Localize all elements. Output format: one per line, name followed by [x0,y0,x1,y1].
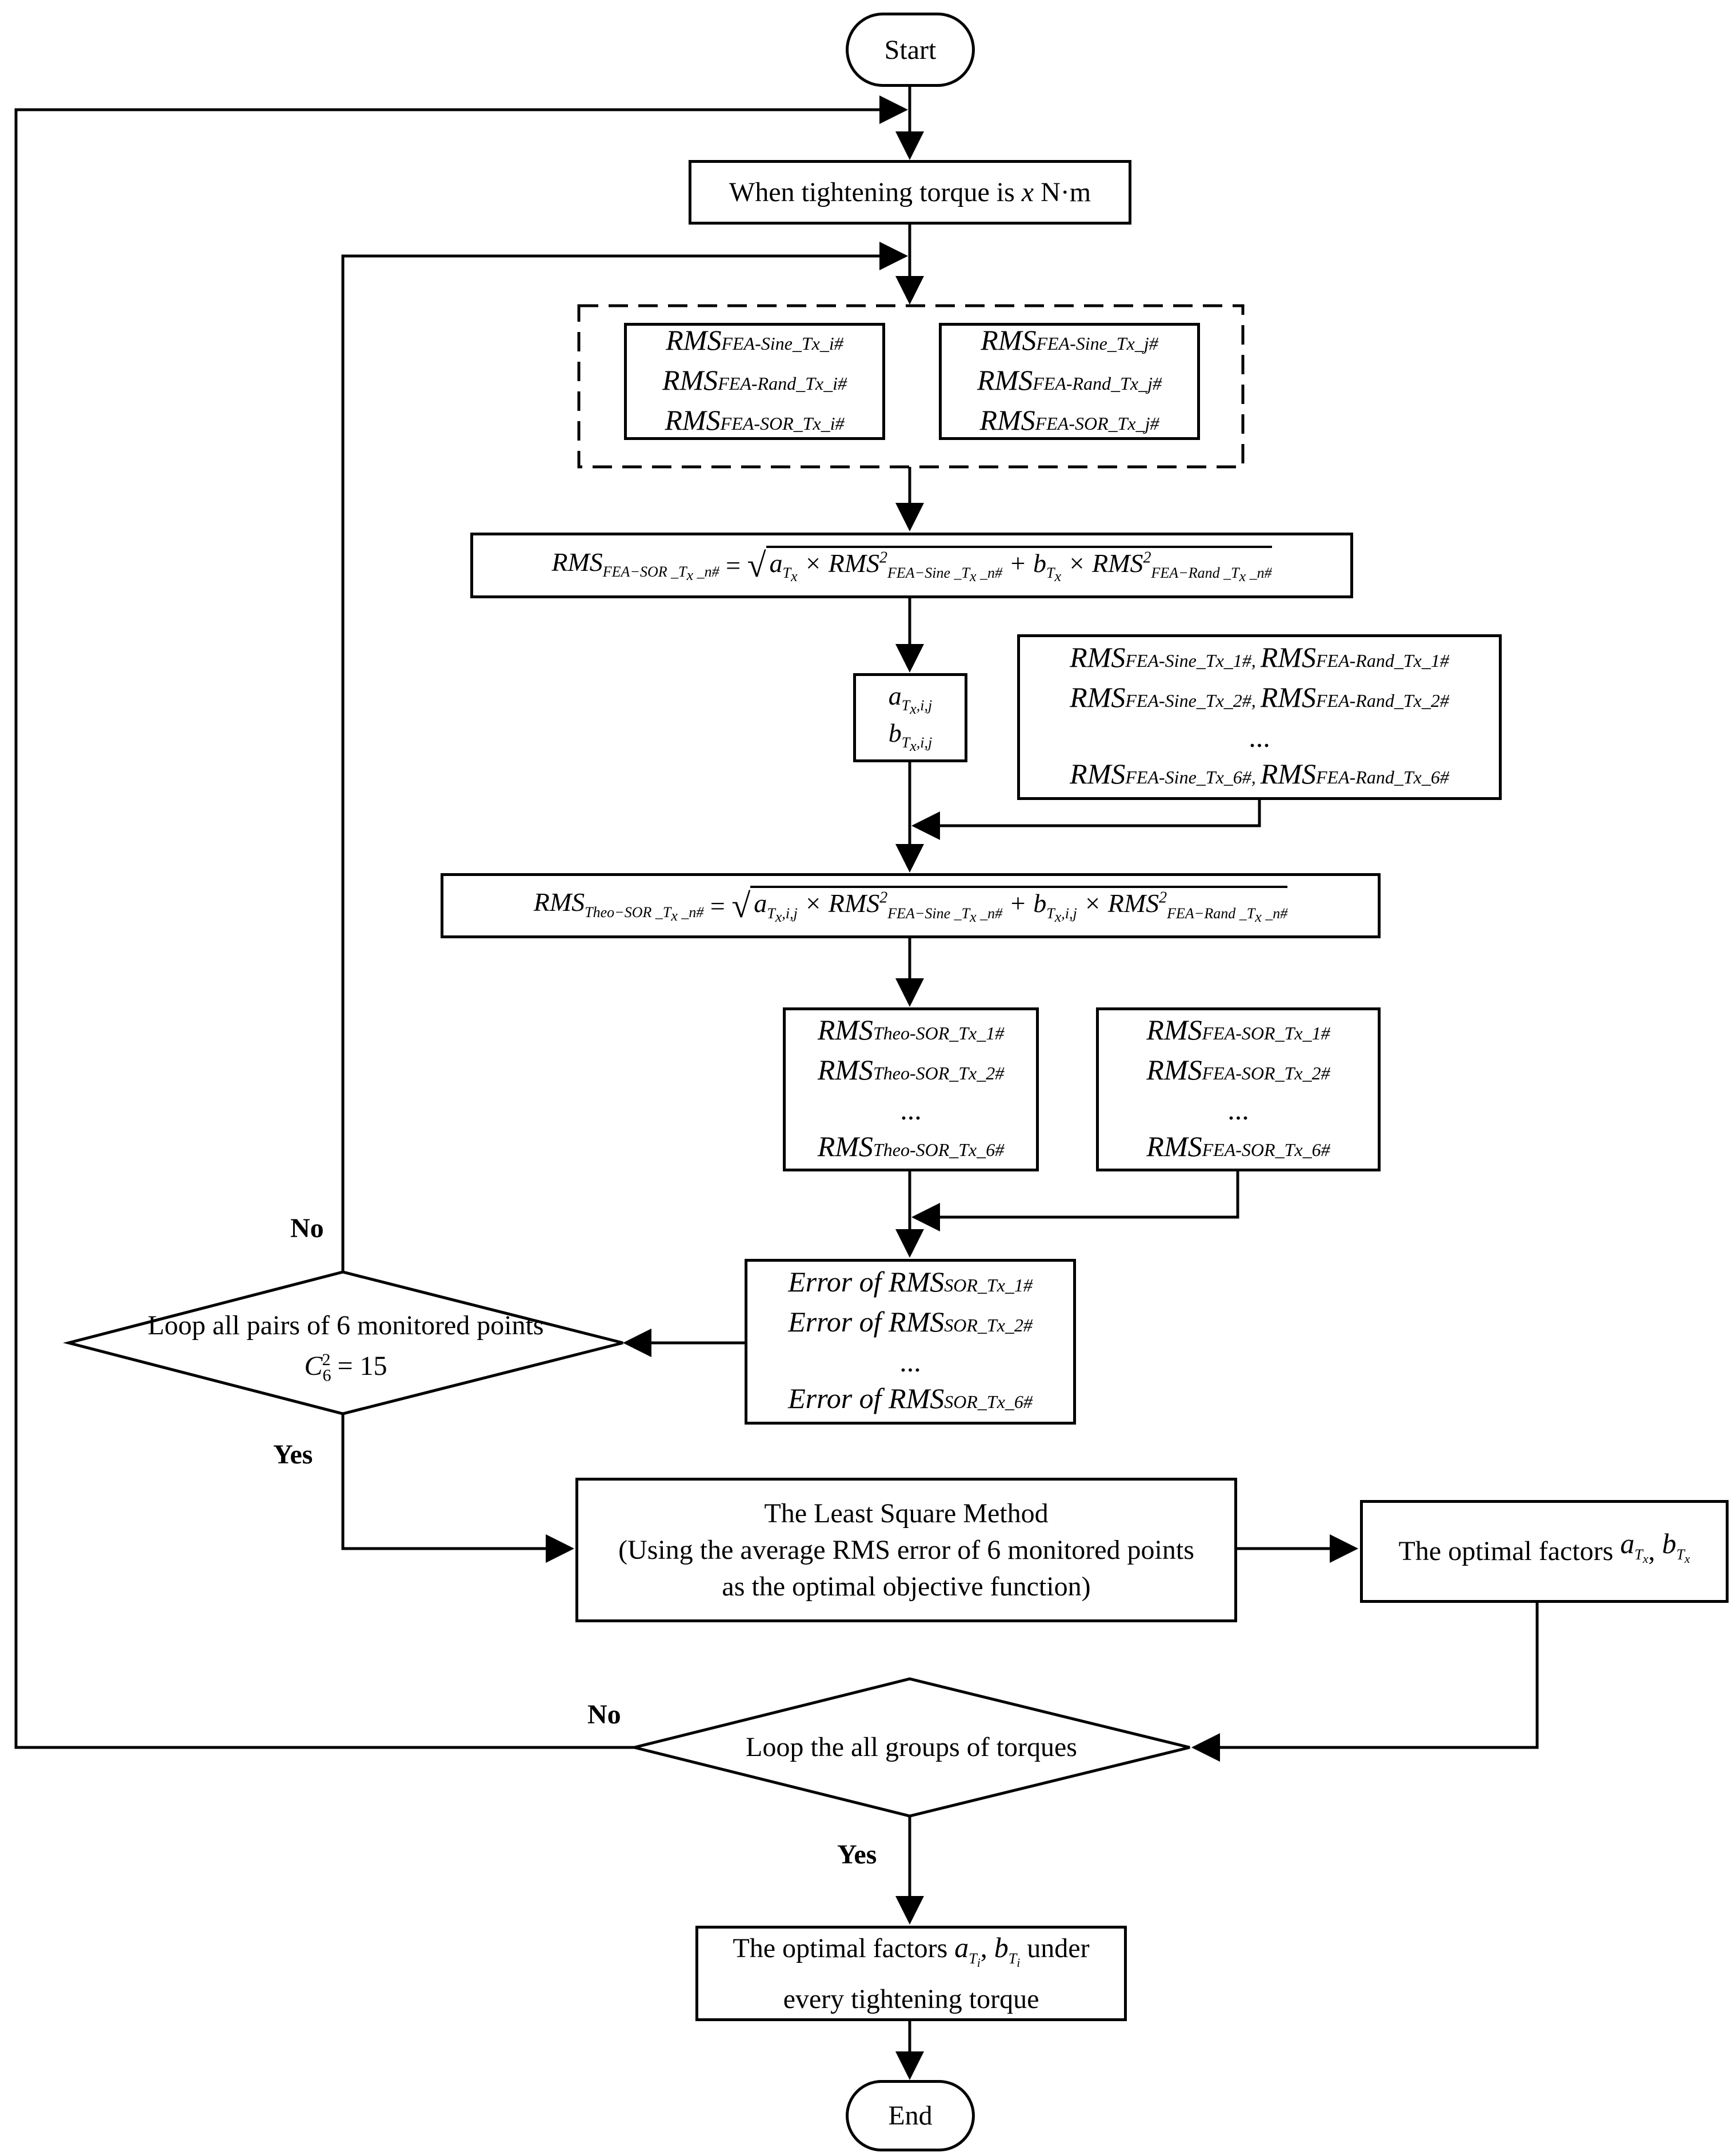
lsm-line-3: as the optimal objective function) [722,1571,1091,1602]
rms-i-sine: RMSFEA-Sine_Tx_i# [666,323,843,356]
arrow-all-to-join [911,800,1261,840]
label-yes-pairs: Yes [273,1439,313,1470]
fea-sor-row-2: RMSFEA-SOR_Tx_2# [1146,1053,1330,1086]
start-label: Start [884,34,937,65]
loop-torques-text: Loop the all groups of torques [657,1730,1166,1765]
torque-prefix: When tightening torque is [729,177,1022,207]
fea-sor-ellipsis: ... [1227,1093,1249,1126]
rms-j-rand: RMSFEA-Rand_Tx_j# [977,363,1162,396]
error-row-6: Error of RMSSOR_Tx_6# [788,1382,1033,1414]
end-label: End [888,2101,933,2131]
fea-sor-row-1: RMSFEA-SOR_Tx_1# [1146,1013,1330,1046]
rms-j-sine: RMSFEA-Sine_Tx_j# [981,323,1158,356]
loop-pairs-formula: C62 = 15 [304,1350,387,1385]
rms-j-sor: RMSFEA-SOR_Tx_j# [979,403,1159,436]
rms-all-row-2: RMSFEA-Sine_Tx_2#, RMSFEA-Rand_Tx_2# [1070,681,1449,713]
final-line-2: every tightening torque [783,1984,1039,2015]
loop-torques-diamond [634,1677,1190,1818]
rms-fea-sor-box: RMSFEA-SOR_Tx_1# RMSFEA-SOR_Tx_2# ... RM… [1096,1007,1381,1171]
rms-all-points-box: RMSFEA-Sine_Tx_1#, RMSFEA-Rand_Tx_1# RMS… [1017,634,1502,800]
arrow-feasor-to-join [911,1171,1239,1231]
rms-all-row-6: RMSFEA-Sine_Tx_6#, RMSFEA-Rand_Tx_6# [1070,758,1449,790]
label-no-torques: No [587,1699,621,1730]
rms-all-ellipsis: ... [1249,721,1270,753]
error-ellipsis: ... [899,1346,921,1378]
label-yes-torques: Yes [837,1839,877,1870]
start-terminal: Start [846,13,975,87]
arrow-torques-no [14,95,908,1749]
error-row-1: Error of RMSSOR_Tx_1# [788,1266,1033,1298]
theo-row-6: RMSTheo-SOR_Tx_6# [817,1130,1005,1162]
error-row-2: Error of RMSSOR_Tx_2# [788,1306,1033,1338]
rms-all-row-1: RMSFEA-Sine_Tx_1#, RMSFEA-Rand_Tx_1# [1070,641,1449,673]
rms-i-sor: RMSFEA-SOR_Tx_i# [665,403,845,436]
equation-fea-sor: RMSFEA−SOR _Tx _n# = √ aTx × RMS2FEA−Sin… [470,533,1353,598]
loop-pairs-text: Loop all pairs of 6 monitored points C62… [91,1309,600,1393]
lsm-line-1: The Least Square Method [764,1498,1049,1529]
optimal-tx-text: The optimal factors [1398,1536,1621,1566]
loop-pairs-diamond [63,1270,623,1415]
fea-sor-row-6: RMSFEA-SOR_Tx_6# [1146,1130,1330,1162]
optimal-factors-tx-box: The optimal factors aTx, bTx [1360,1500,1729,1603]
final-optimal-factors-box: The optimal factors aTi, bTi under every… [695,1926,1127,2021]
arrow-loop-yes [341,1414,574,1563]
theo-row-2: RMSTheo-SOR_Tx_2# [817,1053,1005,1086]
dashed-group [577,304,1245,469]
loop-torques-label: Loop the all groups of torques [746,1732,1077,1762]
torque-unit: N·m [1034,177,1091,207]
coefficient-box-ab: aTx,i,j bTx,i,j [853,673,967,762]
theo-ellipsis: ... [900,1093,922,1126]
theo-row-1: RMSTheo-SOR_Tx_1# [817,1013,1005,1046]
rms-box-j: RMSFEA-Sine_Tx_j# RMSFEA-Rand_Tx_j# RMSF… [939,323,1200,440]
end-terminal: End [846,2080,975,2151]
final-line-1: The optimal factors aTi, bTi under [733,1931,1090,1970]
arrow-optimal-to-torques [1191,1603,1539,1762]
arrow-loop-no [341,242,908,1272]
rms-box-i: RMSFEA-Sine_Tx_i# RMSFEA-Rand_Tx_i# RMSF… [624,323,885,440]
least-square-method-box: The Least Square Method (Using the avera… [575,1478,1237,1622]
rms-i-rand: RMSFEA-Rand_Tx_i# [662,363,847,396]
rms-theo-box: RMSTheo-SOR_Tx_1# RMSTheo-SOR_Tx_2# ... … [783,1007,1039,1171]
torque-box: When tightening torque is x N·m [689,160,1131,225]
lsm-line-2: (Using the average RMS error of 6 monito… [618,1534,1194,1565]
loop-pairs-label: Loop all pairs of 6 monitored points [147,1310,544,1341]
torque-var: x [1021,177,1034,207]
label-no-pairs: No [290,1213,324,1243]
equation-theo-sor: RMSTheo−SOR _Tx _n# = √ aTx,i,j × RMS2FE… [441,873,1381,938]
error-box: Error of RMSSOR_Tx_1# Error of RMSSOR_Tx… [745,1259,1076,1425]
